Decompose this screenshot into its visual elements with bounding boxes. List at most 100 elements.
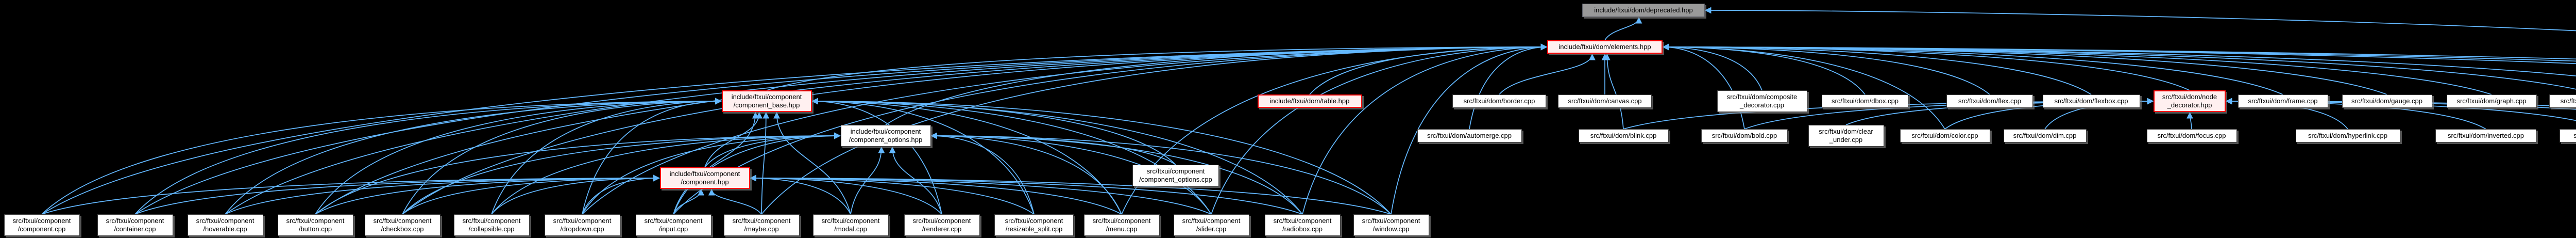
graph-node-bmodal[interactable]: src/ftxui/component/modal.cpp <box>812 214 889 236</box>
graph-node-bdropdown[interactable]: src/ftxui/component/dropdown.cpp <box>544 214 620 236</box>
graph-node-clearunder[interactable]: src/ftxui/dom/clear_under.cpp <box>1808 125 1884 147</box>
edge-bcheckbox-cbase <box>402 98 722 215</box>
graph-node-label: /window.cpp <box>1372 225 1410 233</box>
graph-node-label: include/ftxui/component <box>731 93 802 101</box>
edge-bresizable-copt <box>930 132 1035 215</box>
graph-node-focus[interactable]: src/ftxui/dom/focus.cpp <box>2146 129 2237 142</box>
graph-node-label: src/ftxui/dom/hyperlink.cpp <box>2308 132 2387 139</box>
edge-brenderer-cbase <box>811 98 942 215</box>
graph-node-label: src/ftxui/component <box>286 217 345 225</box>
graph-node-label: /resizable_split.cpp <box>1005 225 1063 233</box>
graph-node-bcontainer[interactable]: src/ftxui/component/container.cpp <box>97 214 173 236</box>
edge-bmenu-cbase <box>811 98 1122 215</box>
graph-node-flexbox[interactable]: src/ftxui/dom/flexbox.cpp <box>2042 94 2140 108</box>
edge-bradiobox-copt <box>930 132 1303 215</box>
graph-node-binput[interactable]: src/ftxui/component/input.cpp <box>635 214 711 236</box>
graph-node-label: src/ftxui/component <box>462 217 521 225</box>
graph-node-label: /maybe.cpp <box>744 225 779 233</box>
graph-node-label: src/ftxui/dom/blink.cpp <box>1590 132 1657 139</box>
graph-node-label: _under.cpp <box>1829 136 1863 144</box>
graph-node-label: src/ftxui/dom/bold.cpp <box>1711 132 1777 139</box>
graph-node-ndec[interactable]: src/ftxui/dom/node_decorator.hpp <box>2154 90 2226 112</box>
graph-node-bwindow[interactable]: src/ftxui/component/window.cpp <box>1353 214 1429 236</box>
graph-node-canvas[interactable]: src/ftxui/dom/canvas.cpp <box>1558 94 1652 108</box>
graph-node-ele[interactable]: include/ftxui/dom/elements.hpp <box>1547 40 1663 54</box>
graph-node-color[interactable]: src/ftxui/dom/color.cpp <box>1900 129 1990 142</box>
graph-node-label: src/ftxui/dom/inverted.cpp <box>2447 132 2524 139</box>
graph-node-bbutton[interactable]: src/ftxui/component/button.cpp <box>277 214 353 236</box>
edge-focus-ndec <box>2187 112 2193 130</box>
edge-brenderer-copt <box>889 146 942 215</box>
graph-node-copt[interactable]: include/ftxui/component/component_option… <box>840 125 931 147</box>
edge-bcomponent-cbase <box>41 98 722 215</box>
edge-bmodal-cbase <box>773 112 851 215</box>
graph-node-bresizable[interactable]: src/ftxui/component/resizable_split.cpp <box>994 214 1074 236</box>
graph-node-bradiobox[interactable]: src/ftxui/component/radiobox.cpp <box>1264 214 1341 236</box>
graph-node-label: src/ftxui/component <box>1146 167 1205 175</box>
graph-node-label: /component_base.hpp <box>733 101 800 109</box>
edge-bwindow-cbase <box>811 98 1392 215</box>
graph-node-cbase[interactable]: include/ftxui/component/component_base.h… <box>721 90 812 112</box>
edge-text-ele <box>1662 43 2576 60</box>
edge-bcontainer-comp <box>134 174 660 215</box>
graph-node-frame[interactable]: src/ftxui/dom/frame.cpp <box>2238 94 2328 108</box>
graph-node-tbl[interactable]: include/ftxui/dom/table.hpp <box>1257 94 1362 108</box>
graph-node-label: include/ftxui/dom/table.hpp <box>1269 97 1350 105</box>
edge-bcollapsible-cbase <box>491 98 722 215</box>
graph-node-label: /menu.cpp <box>1106 225 1138 233</box>
edge-blink-ele <box>1603 53 1624 130</box>
graph-node-label: src/ftxui/dom/gauge.cpp <box>2351 97 2423 105</box>
graph-node-dep[interactable]: include/ftxui/dom/deprecated.hpp <box>1582 4 1705 17</box>
graph-node-label: src/ftxui/component <box>821 217 880 225</box>
edge-text-dep <box>1704 7 2576 31</box>
edge-cbase-ele <box>766 43 1548 91</box>
graph-node-label: _decorator.hpp <box>2167 101 2212 109</box>
graph-node-bmenu[interactable]: src/ftxui/component/menu.cpp <box>1083 214 1160 236</box>
graph-node-hyperlink[interactable]: src/ftxui/dom/hyperlink.cpp <box>2295 129 2400 142</box>
graph-node-label: /renderer.cpp <box>922 225 962 233</box>
graph-node-compdec[interactable]: src/ftxui/dom/composite_decorator.cpp <box>1717 90 1807 112</box>
edge-binput-cbase <box>673 112 759 215</box>
graph-node-graph[interactable]: src/ftxui/dom/graph.cpp <box>2446 94 2537 108</box>
edge-binput-copt <box>673 132 841 215</box>
edge-bdropdown-ele <box>582 43 1548 215</box>
edge-dbox-ele <box>1662 43 1866 95</box>
graph-node-bcheckbox[interactable]: src/ftxui/component/checkbox.cpp <box>364 214 440 236</box>
graph-node-label: /button.cpp <box>298 225 332 233</box>
graph-node-inverted[interactable]: src/ftxui/dom/inverted.cpp <box>2435 129 2536 142</box>
edge-bdropdown-comp <box>582 174 660 215</box>
graph-node-label: /radiobox.cpp <box>1282 225 1323 233</box>
graph-node-dim[interactable]: src/ftxui/dom/dim.cpp <box>2003 129 2087 142</box>
graph-node-dbox[interactable]: src/ftxui/dom/dbox.cpp <box>1822 94 1908 108</box>
edge-gridbox-ele <box>1662 43 2576 90</box>
edge-bresizable-cbase <box>811 98 1035 215</box>
graph-node-bmaybe[interactable]: src/ftxui/component/maybe.cpp <box>723 214 800 236</box>
graph-node-brenderer[interactable]: src/ftxui/component/renderer.cpp <box>904 214 980 236</box>
edge-bslider-cbase <box>811 98 1212 215</box>
graph-node-blink[interactable]: src/ftxui/dom/blink.cpp <box>1578 129 1669 142</box>
graph-node-gridbox[interactable]: src/ftxui/dom/gridbox.cpp <box>2549 94 2576 108</box>
graph-node-automerge[interactable]: src/ftxui/dom/automerge.cpp <box>1417 129 1522 142</box>
graph-node-bcomponent[interactable]: src/ftxui/component/component.cpp <box>4 214 80 236</box>
graph-node-coptcpp[interactable]: src/ftxui/component/component_options.cp… <box>1132 165 1219 186</box>
graph-node-label: src/ftxui/dom/gridbox.cpp <box>2560 97 2576 105</box>
graph-node-label: src/ftxui/dom/node <box>2162 93 2217 101</box>
graph-node-flex[interactable]: src/ftxui/dom/flex.cpp <box>1946 94 2033 108</box>
edge-border-ele <box>1499 53 1596 95</box>
graph-node-bslider[interactable]: src/ftxui/component/slider.cpp <box>1173 214 1249 236</box>
graph-node-bhoverable[interactable]: src/ftxui/component/hoverable.cpp <box>187 214 263 236</box>
graph-node-gauge[interactable]: src/ftxui/dom/gauge.cpp <box>2342 94 2432 108</box>
graph-node-label: src/ftxui/component <box>373 217 432 225</box>
graph-node-label: src/ftxui/component <box>553 217 612 225</box>
edge-bradiobox-cbase <box>811 98 1303 215</box>
graph-node-bold[interactable]: src/ftxui/dom/bold.cpp <box>1701 129 1788 142</box>
graph-node-label: /input.cpp <box>658 225 688 233</box>
graph-node-label: /container.cpp <box>114 225 156 233</box>
graph-node-comp[interactable]: include/ftxui/component/component.hpp <box>659 167 750 189</box>
edge-bcomponent-ele <box>41 43 1548 215</box>
graph-node-border[interactable]: src/ftxui/dom/border.cpp <box>1452 94 1546 108</box>
edge-bhoverable-comp <box>225 174 660 215</box>
graph-node-italic[interactable]: src/ftxui/dom/italic.cpp <box>2560 129 2576 142</box>
graph-node-bcollapsible[interactable]: src/ftxui/component/collapsible.cpp <box>453 214 530 236</box>
